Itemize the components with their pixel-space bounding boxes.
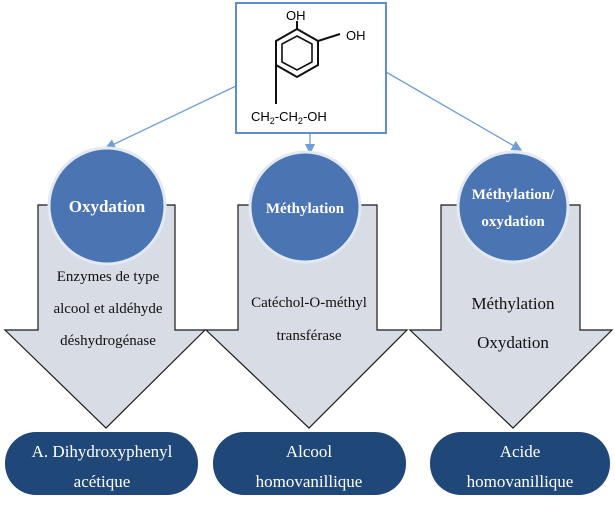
description-2-line-1: Catéchol-O-méthyl	[251, 295, 367, 311]
product-3-line-1: Acide	[500, 442, 541, 461]
chemical-structure: OH OH CH2-CH2-OH	[235, 2, 387, 134]
product-2-line-2: homovanillique	[256, 472, 363, 491]
sidechain-ch2-a: CH	[251, 109, 270, 124]
product-pill-3	[430, 432, 610, 495]
description-3-line-2: Oxydation	[477, 333, 549, 352]
process-circle-oxydation	[47, 146, 167, 266]
description-1-line-2: alcool et aldéhyde	[53, 301, 162, 317]
process-arrow-2	[204, 204, 409, 429]
process-label-methylation: Méthylation	[266, 201, 345, 217]
product-1-line-1: A. Dihydroxyphenyl	[32, 442, 173, 461]
process-circle-methylation-oxydation	[456, 150, 570, 264]
oh-right-label: OH	[346, 28, 366, 43]
process-label-methylation-oxydation-line2: oxydation	[481, 214, 545, 230]
sidechain-label: CH2-CH2-OH	[251, 109, 327, 126]
oh-top-label: OH	[286, 8, 306, 23]
sidechain-sub-b: 2	[298, 116, 303, 126]
connector-left	[104, 85, 237, 149]
sidechain-oh: -OH	[303, 109, 327, 124]
description-2-line-2: transférase	[277, 328, 342, 344]
process-arrow-3	[408, 204, 614, 429]
sidechain-ch2-b: CH	[279, 109, 298, 124]
description-3-line-1: Méthylation	[471, 294, 555, 313]
description-1-line-3: déshydrogénase	[60, 333, 156, 349]
process-circle-methylation	[248, 150, 362, 264]
product-1-line-2: acétique	[74, 472, 131, 491]
connector-right	[385, 71, 523, 151]
sidechain-dash-a: -	[275, 109, 279, 124]
process-label-methylation-oxydation-line1: Méthylation/	[472, 187, 555, 203]
product-pill-2	[213, 432, 406, 495]
bond-oh-right	[317, 33, 341, 42]
benzene-inner-ring	[281, 35, 313, 71]
product-pill-1	[5, 432, 198, 495]
product-2-line-1: Alcool	[286, 442, 333, 461]
description-1-line-1: Enzymes de type	[57, 269, 160, 285]
sidechain-sub-a: 2	[270, 116, 275, 126]
product-3-line-2: homovanillique	[467, 472, 574, 491]
process-label-oxydation: Oxydation	[69, 197, 146, 216]
process-arrow-1	[3, 204, 207, 429]
